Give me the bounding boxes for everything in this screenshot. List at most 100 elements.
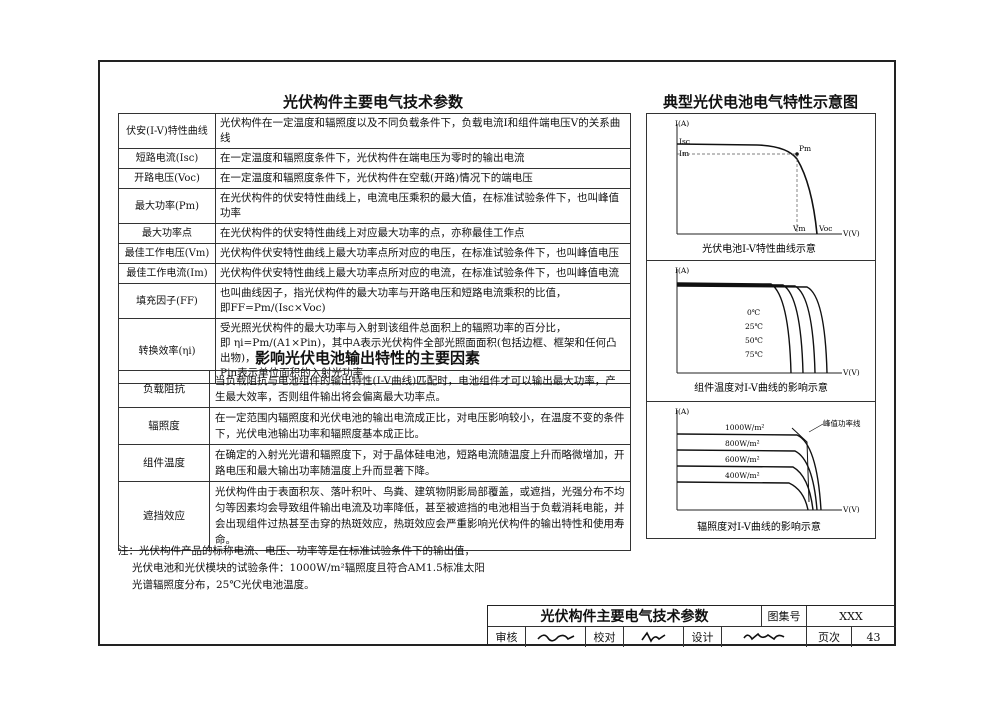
signature-mark — [640, 631, 665, 643]
param-name: 最大功率(Pm) — [118, 188, 216, 224]
curve-600 — [676, 465, 814, 511]
param-name: 开路电压(Voc) — [118, 168, 216, 189]
peak-leader — [808, 423, 824, 433]
factor-name: 遮挡效应 — [118, 481, 210, 551]
pm-point — [795, 152, 799, 156]
title-block-row: 审核 校对 设计 页次 43 — [488, 627, 896, 647]
atlas-label: 图集号 — [762, 606, 807, 626]
factor-desc: 在确定的入射光光谱和辐照度下，对于晶体硅电池，短路电流随温度上升而略微增加，开路… — [209, 444, 631, 482]
page-label: 页次 — [807, 627, 852, 647]
peak-power-label: 峰值功率线 — [823, 418, 861, 428]
signature-mark — [743, 632, 785, 641]
irradiance-label-1000: 1000W/m² — [725, 423, 764, 432]
param-desc: 光伏构件在一定温度和辐照度以及不同负载条件下，负载电流I和组件端电压V的关系曲线 — [215, 113, 631, 149]
review-label: 审核 — [488, 627, 526, 647]
diagrams-title: 典型光伏电池电气特性示意图 — [663, 93, 859, 111]
iv-curve-panel: I(A) V(V) Isc Im Pm Vm Voc 光伏电池I-V特性曲线示意 — [647, 114, 875, 261]
curve-1000 — [676, 433, 822, 511]
factor-desc: 光伏构件由于表面积灰、落叶积叶、鸟粪、建筑物阴影局部覆盖，或遮挡，光强分布不均匀… — [209, 481, 631, 551]
drawing-title: 光伏构件主要电气技术参数 — [488, 606, 762, 626]
param-desc: 在光伏构件的伏安特性曲线上，电流电压乘积的最大值，在标准试验条件下，也叫峰值功率 — [215, 188, 631, 224]
iv-curve-diagram: I(A) V(V) Isc Im Pm Vm Voc 光伏电池I-V特性曲线示意 — [675, 119, 860, 255]
x-label: V(V) — [842, 229, 860, 238]
factor-desc: 当负载阻抗与电池组件的输出特性(I-V曲线)匹配时，电池组件才可以输出最大功率，… — [209, 370, 631, 408]
irradiance-panel: I(A) V(V) 1000W/m² 800W/m² 600W/m² 400W/… — [647, 402, 875, 538]
table-row: 最佳工作电流(Im)光伏构件伏安特性曲线上最大功率点所对应的电流，在标准试验条件… — [118, 263, 631, 284]
params-table: 伏安(I-V)特性曲线光伏构件在一定温度和辐照度以及不同负载条件下，负载电流I和… — [118, 113, 631, 384]
param-name: 最佳工作电压(Vm) — [118, 243, 216, 264]
curve-400 — [676, 481, 809, 511]
temperature-panel: I(A) V(V) 0℃ 25℃ 50℃ 75℃ 组件温度对I-V曲线的影响示意 — [647, 261, 875, 402]
design-signature — [722, 627, 807, 647]
factors-title: 影响光伏电池输出特性的主要因素 — [255, 349, 481, 367]
param-name: 短路电流(Isc) — [118, 148, 216, 169]
irradiance-diagram: I(A) V(V) 1000W/m² 800W/m² 600W/m² 400W/… — [675, 407, 861, 533]
curve-0c — [676, 285, 828, 374]
table-row: 填充因子(FF)也叫曲线因子，指光伏构件的最大功率与开路电压和短路电流乘积的比值… — [118, 283, 631, 319]
title-block: 光伏构件主要电气技术参数 图集号 XXX 审核 校对 设计 页次 43 — [487, 605, 896, 647]
desc-line: 也叫曲线因子，指光伏构件的最大功率与开路电压和短路电流乘积的比值， — [220, 287, 567, 299]
note-line: 光谱辐照度分布，25℃光伏电池温度。 — [132, 579, 315, 591]
irradiance-label-400: 400W/m² — [725, 471, 760, 480]
table-row: 遮挡效应光伏构件由于表面积灰、落叶积叶、鸟粪、建筑物阴影局部覆盖，或遮挡，光强分… — [118, 481, 631, 551]
check-signature — [624, 627, 684, 647]
params-title: 光伏构件主要电气技术参数 — [283, 93, 464, 111]
x-label: V(V) — [842, 368, 860, 377]
table-row: 开路电压(Voc)在一定温度和辐照度条件下，光伏构件在空载(开路)情况下的端电压 — [118, 168, 631, 189]
footnote: 注：光伏构件产品的标称电流、电压、功率等是在标准试验条件下的输出值， 光伏电池和… — [118, 543, 485, 594]
table-row: 短路电流(Isc)在一定温度和辐照度条件下，光伏构件在端电压为零时的输出电流 — [118, 148, 631, 169]
param-name: 最大功率点 — [118, 223, 216, 244]
curve-75c — [676, 282, 792, 374]
temp-label-25: 25℃ — [745, 322, 763, 331]
factor-name: 辐照度 — [118, 407, 210, 445]
isc-label: Isc — [679, 137, 690, 146]
param-desc: 光伏构件伏安特性曲线上最大功率点所对应的电压，在标准试验条件下，也叫峰值电压 — [215, 243, 631, 264]
pm-label: Pm — [799, 144, 811, 153]
caption: 光伏电池I-V特性曲线示意 — [702, 242, 816, 255]
temp-label-75: 75℃ — [745, 350, 763, 359]
temp-label-50: 50℃ — [745, 336, 763, 345]
note-line: 光伏电池和光伏模块的试验条件：1000W/m²辐照度且符合AM1.5标准太阳 — [132, 562, 485, 574]
check-label: 校对 — [586, 627, 624, 647]
desc-line: 受光照光伏构件的最大功率与入射到该组件总面积上的辐照功率的百分比， — [220, 322, 567, 334]
signature-mark — [536, 634, 574, 642]
voc-label: Voc — [818, 224, 832, 233]
y-label: I(A) — [675, 407, 689, 416]
peak-power-line — [791, 427, 810, 503]
table-row: 组件温度在确定的入射光光谱和辐照度下，对于晶体硅电池，短路电流随温度上升而略微增… — [118, 444, 631, 482]
irradiance-label-600: 600W/m² — [725, 455, 760, 464]
param-name: 填充因子(FF) — [118, 283, 216, 319]
param-name: 最佳工作电流(Im) — [118, 263, 216, 284]
curve-50c — [676, 283, 804, 374]
factor-desc: 在一定范围内辐照度和光伏电池的输出电流成正比，对电压影响较小，在温度不变的条件下… — [209, 407, 631, 445]
diagram-column: I(A) V(V) Isc Im Pm Vm Voc 光伏电池I-V特性曲线示意… — [646, 113, 876, 539]
factor-name: 组件温度 — [118, 444, 210, 482]
y-label: I(A) — [675, 119, 689, 128]
title-block-row: 光伏构件主要电气技术参数 图集号 XXX — [488, 606, 896, 627]
param-desc: 在一定温度和辐照度条件下，光伏构件在端电压为零时的输出电流 — [215, 148, 631, 169]
x-label: V(V) — [842, 505, 860, 514]
curve-25c — [676, 284, 816, 374]
param-desc: 在一定温度和辐照度条件下，光伏构件在空载(开路)情况下的端电压 — [215, 168, 631, 189]
param-name: 伏安(I-V)特性曲线 — [118, 113, 216, 149]
param-desc: 光伏构件伏安特性曲线上最大功率点所对应的电流，在标准试验条件下，也叫峰值电流 — [215, 263, 631, 284]
factor-name: 负载阻抗 — [118, 370, 210, 408]
temperature-diagram: I(A) V(V) 0℃ 25℃ 50℃ 75℃ 组件温度对I-V曲线的影响示意 — [675, 266, 860, 394]
param-desc: 在光伏构件的伏安特性曲线上对应最大功率的点，亦称最佳工作点 — [215, 223, 631, 244]
table-row: 负载阻抗当负载阻抗与电池组件的输出特性(I-V曲线)匹配时，电池组件才可以输出最… — [118, 370, 631, 408]
review-signature — [526, 627, 586, 647]
irradiance-label-800: 800W/m² — [725, 439, 760, 448]
desc-line: 即FF=Pm/(Isc×Voc) — [220, 302, 326, 314]
desc-line: 即 ηi=Pm/(A1×Pin)，其中A表示光伏构件全部光照面面积(包括边框、框… — [220, 337, 617, 364]
table-row: 最大功率点在光伏构件的伏安特性曲线上对应最大功率的点，亦称最佳工作点 — [118, 223, 631, 244]
note-line: 注：光伏构件产品的标称电流、电压、功率等是在标准试验条件下的输出值， — [118, 545, 475, 557]
param-desc: 也叫曲线因子，指光伏构件的最大功率与开路电压和短路电流乘积的比值， 即FF=Pm/… — [215, 283, 631, 319]
iv-curve — [676, 143, 818, 235]
table-row: 伏安(I-V)特性曲线光伏构件在一定温度和辐照度以及不同负载条件下，负载电流I和… — [118, 113, 631, 149]
factors-table: 负载阻抗当负载阻抗与电池组件的输出特性(I-V曲线)匹配时，电池组件才可以输出最… — [118, 370, 631, 551]
im-label: Im — [679, 149, 689, 158]
design-label: 设计 — [684, 627, 722, 647]
temp-label-0: 0℃ — [747, 308, 760, 317]
y-label: I(A) — [675, 266, 689, 275]
caption: 辐照度对I-V曲线的影响示意 — [697, 520, 821, 533]
